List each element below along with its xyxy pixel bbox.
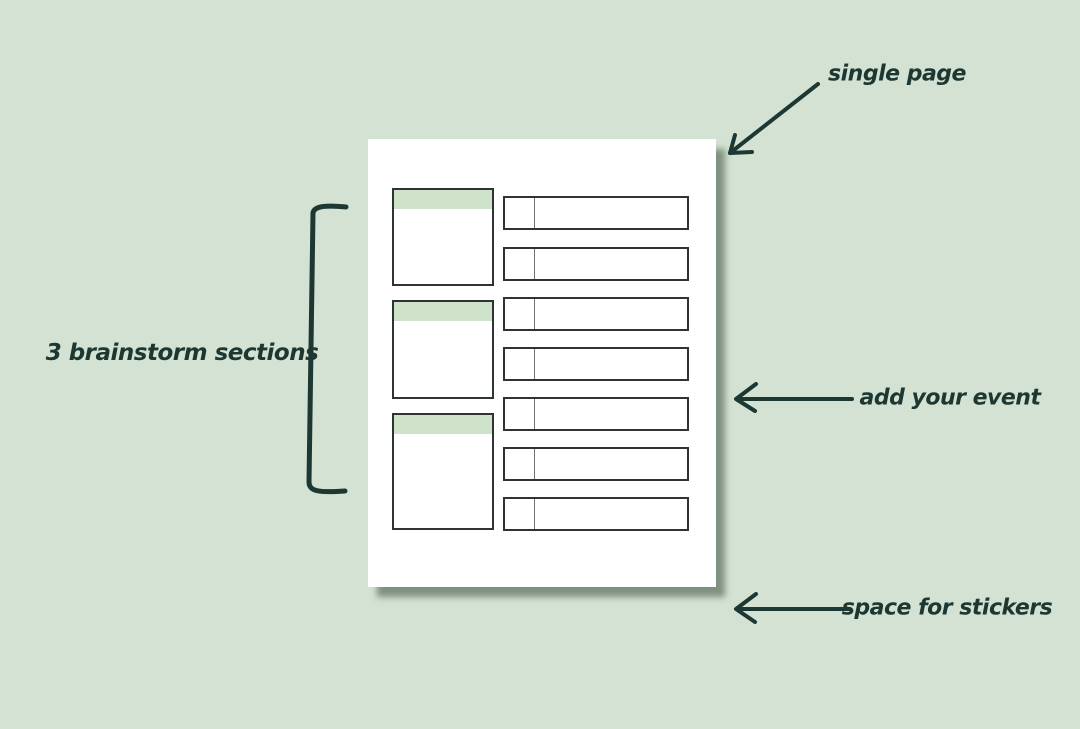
brainstorm-sections-label: 3 brainstorm sections: [45, 340, 319, 366]
event-row-checkbox-cell: [505, 198, 535, 228]
event-row: [503, 447, 689, 481]
add-event-label: add your event: [859, 385, 1042, 411]
event-row: [503, 297, 689, 331]
event-row-checkbox-cell: [505, 399, 535, 429]
brainstorm-section: [392, 300, 494, 399]
brainstorm-section: [392, 188, 494, 286]
event-row-checkbox-cell: [505, 349, 535, 379]
stickers-arrow: [734, 592, 852, 624]
event-row: [503, 196, 689, 230]
event-row: [503, 497, 689, 531]
event-row: [503, 247, 689, 281]
brainstorm-bracket: [306, 203, 349, 495]
single-page-label: single page: [828, 61, 966, 87]
event-row-checkbox-cell: [505, 249, 535, 279]
section-header-strip: [394, 415, 492, 434]
add-event-arrow: [734, 382, 854, 413]
stickers-label: space for stickers: [841, 595, 1053, 621]
planner-page-preview: [368, 139, 716, 587]
section-header-strip: [394, 302, 492, 321]
brainstorm-section: [392, 413, 494, 530]
event-row-checkbox-cell: [505, 449, 535, 479]
event-row: [503, 347, 689, 381]
section-header-strip: [394, 190, 492, 209]
event-row-checkbox-cell: [505, 299, 535, 329]
event-row: [503, 397, 689, 431]
event-row-checkbox-cell: [505, 499, 535, 529]
single-page-arrow: [728, 82, 820, 155]
